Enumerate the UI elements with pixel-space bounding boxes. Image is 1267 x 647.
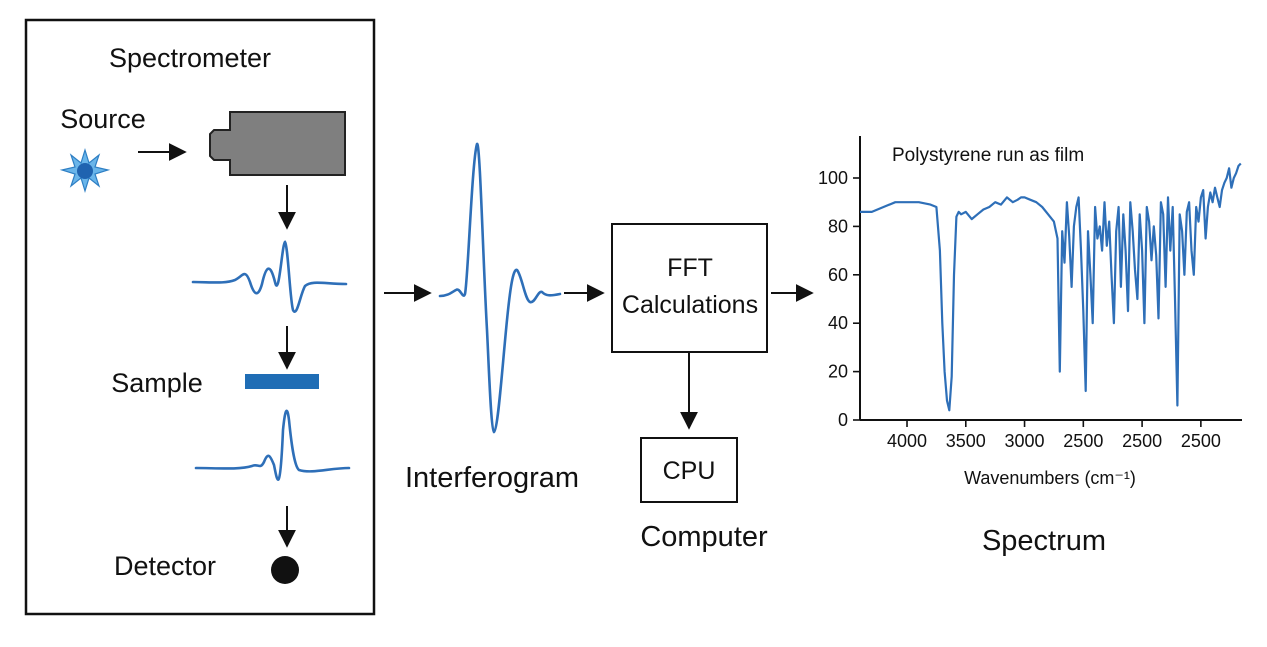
chart-title: Polystyrene run as film (892, 145, 1084, 166)
interferogram-label: Interferogram (405, 462, 579, 494)
fft-label-line1: FFT (667, 254, 713, 282)
spectrometer-frame (24, 18, 376, 616)
x-tick-label: 3000 (1005, 431, 1045, 451)
y-tick-label: 0 (838, 410, 848, 430)
spectrum-label: Spectrum (982, 525, 1106, 557)
x-tick-label: 3500 (946, 431, 986, 451)
cpu-box (640, 437, 738, 503)
x-tick-label: 4000 (887, 431, 927, 451)
spectrum-chart: Polystyrene run as film 0 20 40 60 80 100 4000 3… (818, 136, 1242, 488)
fft-label-line2: Calculations (622, 291, 758, 319)
interferometer-icon (209, 111, 346, 176)
y-tick-label: 60 (828, 265, 848, 285)
sample-slab (245, 374, 319, 389)
interferogram-wave (438, 142, 562, 434)
computer-label: Computer (640, 521, 768, 553)
detector-dot (271, 556, 299, 584)
sample-label: Sample (111, 368, 203, 398)
cpu-label: CPU (663, 457, 716, 485)
chart-x-label: Wavenumbers (cm⁻¹) (964, 468, 1136, 488)
y-tick-label: 40 (828, 313, 848, 333)
y-tick-label: 20 (828, 362, 848, 382)
x-tick-label: 2500 (1122, 431, 1162, 451)
spectrometer-title: Spectrometer (109, 43, 271, 73)
source-label: Source (60, 104, 146, 134)
x-tick-label: 2500 (1181, 431, 1221, 451)
beam-wave-after-sample (194, 409, 351, 481)
y-tick-label: 100 (818, 168, 848, 188)
detector-label: Detector (114, 551, 216, 581)
y-tick-label: 80 (828, 216, 848, 236)
source-star-icon (59, 147, 111, 194)
fft-box (611, 223, 768, 353)
x-tick-label: 2500 (1063, 431, 1103, 451)
spectrum-series-line (860, 162, 1242, 412)
beam-wave-before-sample (191, 240, 348, 313)
